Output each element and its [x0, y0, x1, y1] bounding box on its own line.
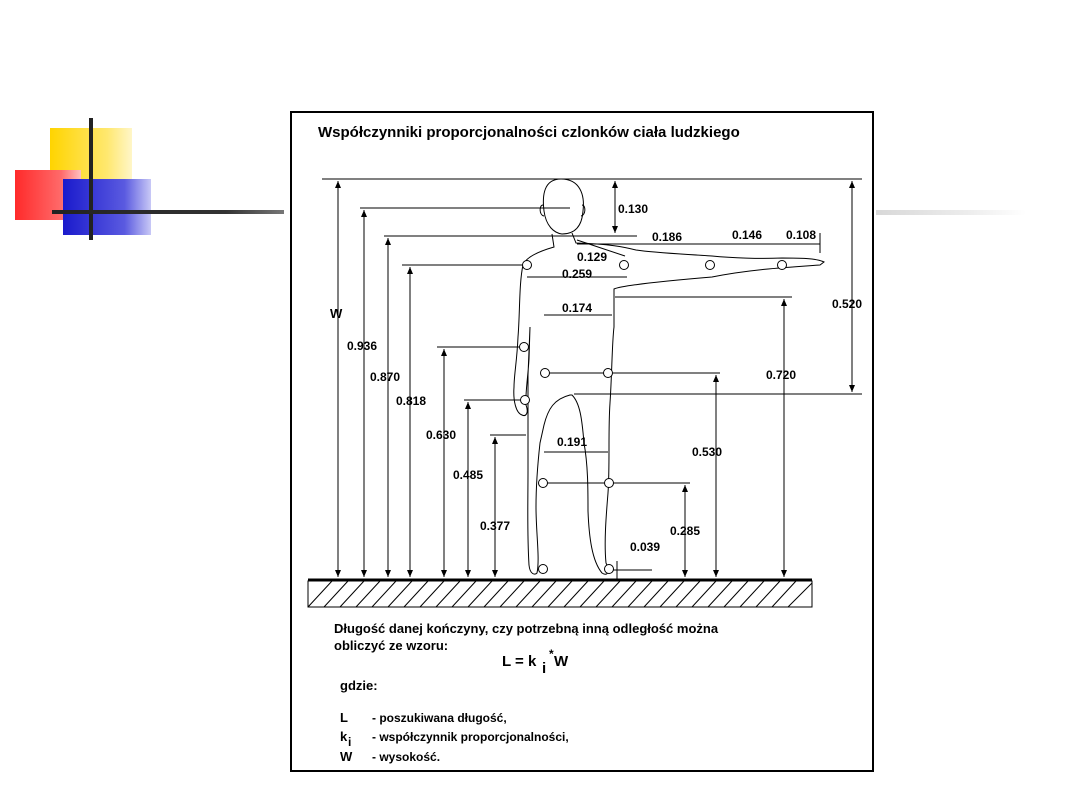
diagram-title: Współczynniki proporcjonalności czlonków…: [318, 124, 740, 141]
formula: L = k i * W: [502, 647, 569, 677]
def-W-text: - wysokość.: [372, 750, 440, 764]
def-L-symbol: L: [340, 710, 348, 725]
label-W: W: [330, 306, 343, 321]
head-outline: [542, 178, 584, 235]
label-0108: 0.108: [786, 228, 816, 242]
label-0174: 0.174: [562, 301, 592, 315]
label-0130: 0.130: [618, 202, 648, 216]
def-k-subscript: i: [348, 735, 351, 749]
label-0259: 0.259: [562, 267, 592, 281]
ground-hatch-lines: [307, 580, 813, 608]
label-0485: 0.485: [453, 468, 483, 482]
def-k-symbol: k: [340, 729, 348, 744]
label-0630: 0.630: [426, 428, 456, 442]
description-line-1: Długość danej kończyny, czy potrzebną in…: [334, 621, 719, 636]
formula-superscript: *: [549, 647, 554, 661]
def-L-text: - poszukiwana długość,: [372, 711, 507, 725]
joint-markers: [519, 260, 787, 574]
definitions-list: L - poszukiwana długość, k i - współczyn…: [340, 710, 569, 764]
formula-end: W: [554, 653, 569, 670]
label-0186: 0.186: [652, 230, 682, 244]
label-0191: 0.191: [557, 435, 587, 449]
decor-horizontal-line-left: [52, 210, 284, 214]
dimension-arrows: [335, 181, 855, 577]
label-0146: 0.146: [732, 228, 762, 242]
where-label: gdzie:: [340, 678, 378, 693]
decor-horizontal-line-right: [876, 210, 1026, 215]
def-k-text: - współczynnik proporcjonalności,: [372, 730, 569, 744]
label-0129: 0.129: [577, 250, 607, 264]
label-0285: 0.285: [670, 524, 700, 538]
human-figure: [513, 178, 825, 575]
label-0870: 0.870: [370, 370, 400, 384]
description-line-2: obliczyć ze wzoru:: [334, 638, 448, 653]
decor-blue-square: [63, 179, 151, 235]
label-0530: 0.530: [692, 445, 722, 459]
formula-subscript: i: [542, 660, 546, 677]
label-0720: 0.720: [766, 368, 796, 382]
label-0039: 0.039: [630, 540, 660, 554]
decor-vertical-line: [89, 118, 93, 240]
label-0377: 0.377: [480, 519, 510, 533]
body-proportions-diagram: Współczynniki proporcjonalności czlonków…: [307, 124, 862, 764]
label-0520: 0.520: [832, 297, 862, 311]
body-outline: [513, 232, 825, 575]
def-W-symbol: W: [340, 749, 353, 764]
diagram-panel: Współczynniki proporcjonalności czlonków…: [290, 111, 874, 772]
formula-main: L = k: [502, 653, 537, 670]
label-0818: 0.818: [396, 394, 426, 408]
label-0936: 0.936: [347, 339, 377, 353]
